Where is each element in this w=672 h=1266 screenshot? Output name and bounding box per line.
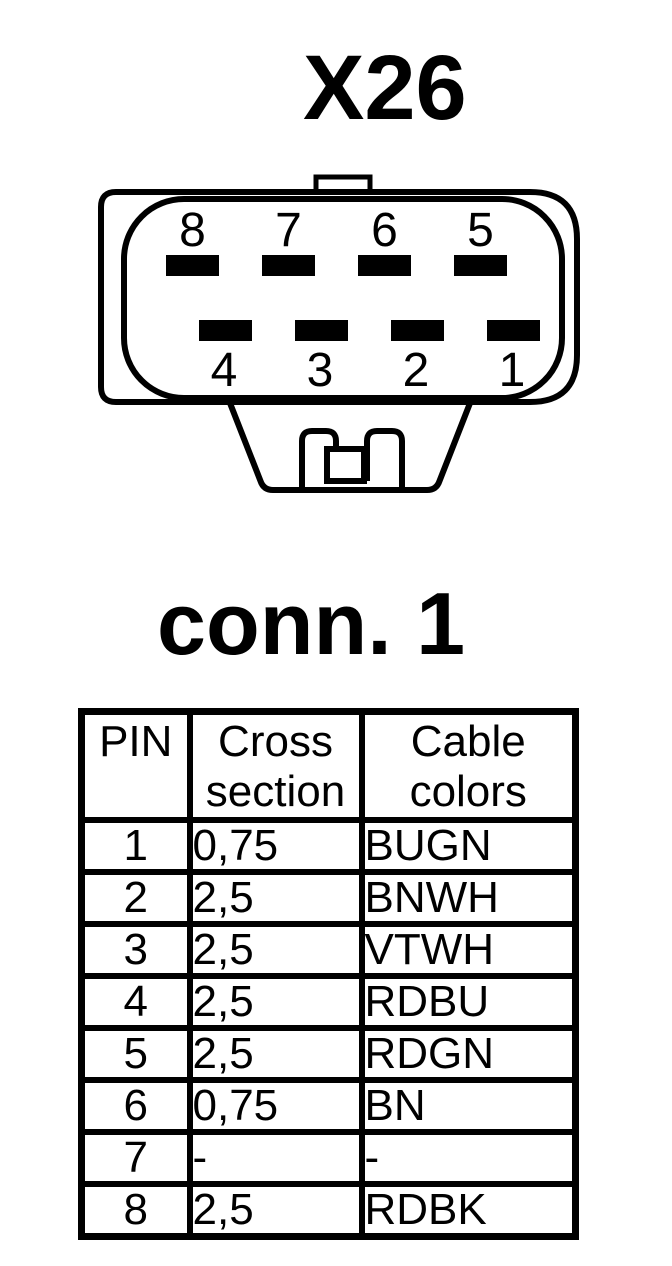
pin-contact-3 xyxy=(295,320,348,341)
cell-cross-section: 0,75 xyxy=(186,817,365,875)
cell-pin: 6 xyxy=(78,1077,193,1135)
table-row: 4 2,5 RDBU xyxy=(78,973,579,1031)
pin-label-8: 8 xyxy=(179,204,206,257)
table-row: 1 0,75 BUGN xyxy=(78,817,579,875)
cell-pin: 7 xyxy=(78,1129,193,1187)
header-pin: PIN xyxy=(78,708,193,823)
cell-cable-colors: BN xyxy=(358,1077,579,1135)
cell-pin: 8 xyxy=(78,1181,193,1240)
pin-contact-4 xyxy=(199,320,252,341)
cell-cross-section: 2,5 xyxy=(186,869,365,927)
cell-cross-section: - xyxy=(186,1129,365,1187)
pin-contact-5 xyxy=(454,255,507,276)
cell-cable-colors: RDBU xyxy=(358,973,579,1031)
cell-pin: 3 xyxy=(78,921,193,979)
mounting-tab xyxy=(225,395,475,493)
keying-slot-left xyxy=(299,428,339,488)
cell-cross-section: 2,5 xyxy=(186,1181,365,1240)
connector-diagram: 8 7 6 5 4 3 2 1 xyxy=(98,174,580,493)
connector-number-label: conn. 1 xyxy=(157,574,466,673)
pin-contact-1 xyxy=(487,320,540,341)
keying-slot-right xyxy=(364,428,405,488)
cell-cable-colors: - xyxy=(358,1129,579,1187)
connector-inner-seal xyxy=(121,196,565,401)
pin-label-3: 3 xyxy=(307,344,334,397)
cell-pin: 1 xyxy=(78,817,193,875)
cell-cross-section: 0,75 xyxy=(186,1077,365,1135)
table-row: 3 2,5 VTWH xyxy=(78,921,579,979)
cell-cable-colors: RDGN xyxy=(358,1025,579,1083)
pin-contact-2 xyxy=(391,320,444,341)
cell-cable-colors: VTWH xyxy=(358,921,579,979)
pin-contact-8 xyxy=(166,255,219,276)
pin-label-4: 4 xyxy=(211,344,238,397)
table-row: 7 - - xyxy=(78,1129,579,1187)
pin-label-1: 1 xyxy=(499,344,526,397)
cell-cable-colors: BNWH xyxy=(358,869,579,927)
pin-label-2: 2 xyxy=(403,344,430,397)
table-row: 2 2,5 BNWH xyxy=(78,869,579,927)
connector-id-title: X26 xyxy=(303,37,467,139)
cell-cable-colors: RDBK xyxy=(358,1181,579,1240)
cell-cross-section: 2,5 xyxy=(186,921,365,979)
pin-contact-7 xyxy=(262,255,315,276)
table-header-row: PIN Cross section Cable colors xyxy=(78,708,579,823)
table-row: 5 2,5 RDGN xyxy=(78,1025,579,1083)
cell-pin: 5 xyxy=(78,1025,193,1083)
pinout-table: PIN Cross section Cable colors 1 0,75 BU… xyxy=(78,708,579,1240)
cell-pin: 4 xyxy=(78,973,193,1031)
table-row: 8 2,5 RDBK xyxy=(78,1181,579,1240)
pin-contact-6 xyxy=(358,255,411,276)
table-row: 6 0,75 BN xyxy=(78,1077,579,1135)
cell-cable-colors: BUGN xyxy=(358,817,579,875)
cell-pin: 2 xyxy=(78,869,193,927)
pin-label-7: 7 xyxy=(275,204,302,257)
header-cross-section: Cross section xyxy=(186,708,365,823)
cell-cross-section: 2,5 xyxy=(186,973,365,1031)
header-cable-colors: Cable colors xyxy=(358,708,579,823)
keying-notch xyxy=(324,446,367,484)
pin-label-5: 5 xyxy=(467,204,494,257)
cell-cross-section: 2,5 xyxy=(186,1025,365,1083)
pin-label-6: 6 xyxy=(371,204,398,257)
